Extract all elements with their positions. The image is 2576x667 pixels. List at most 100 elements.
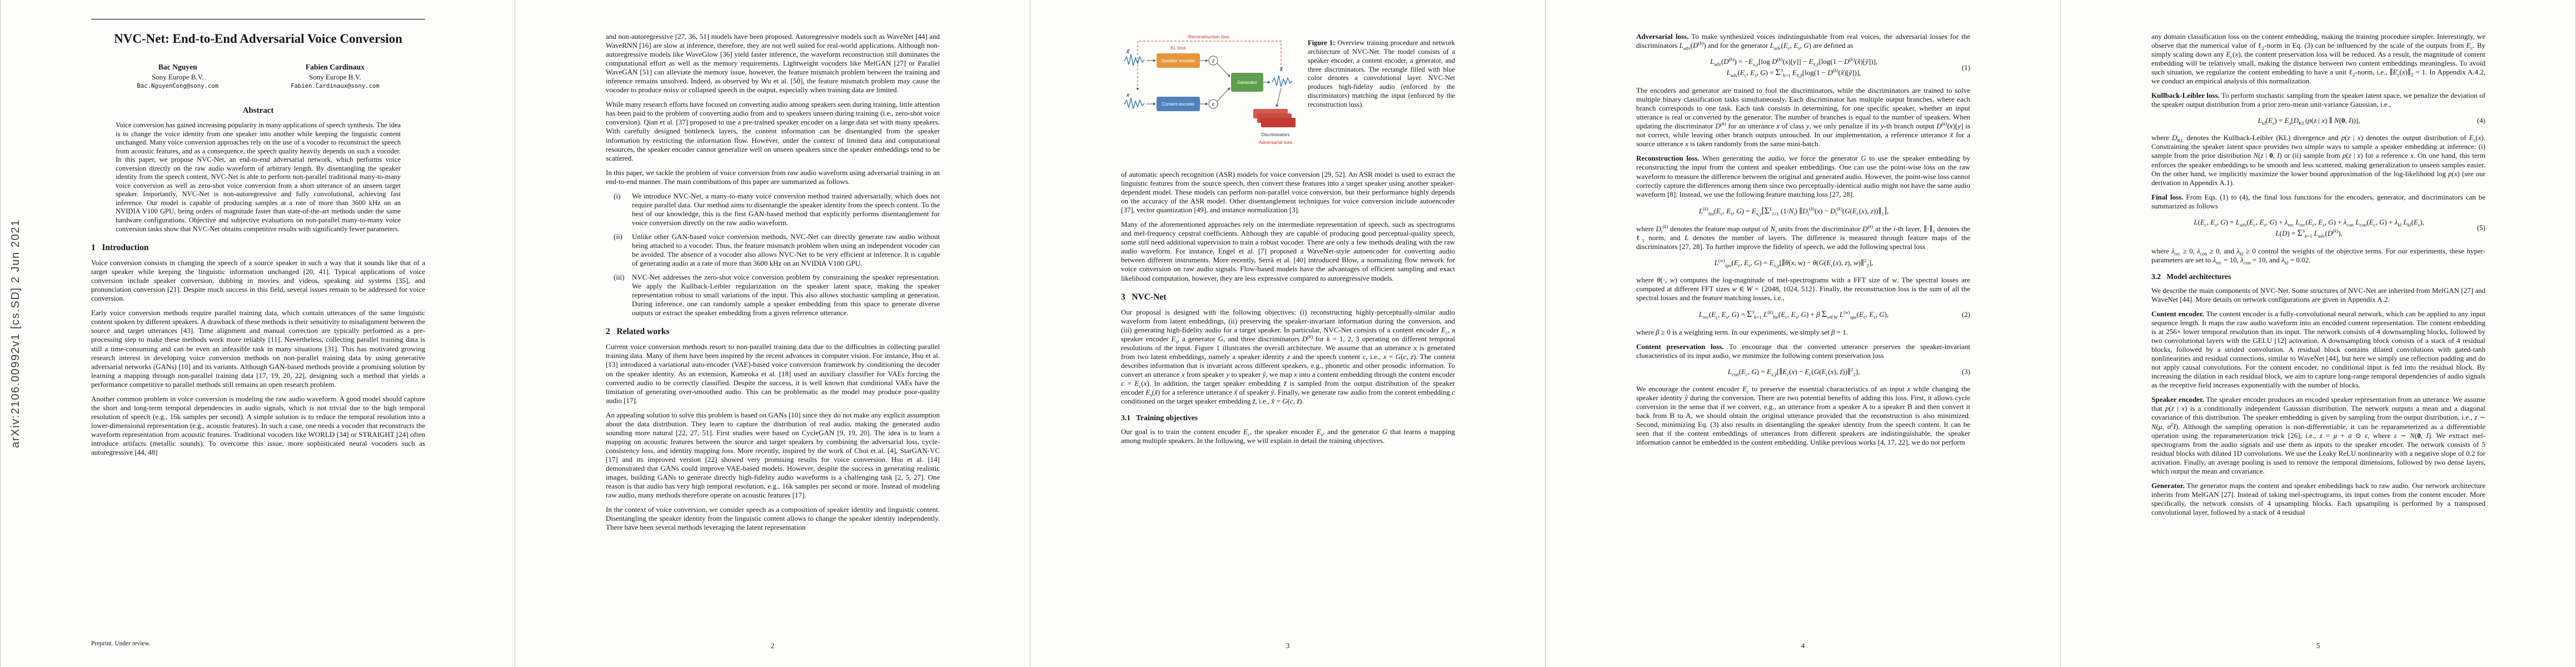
equation-line: Lkl(Es) = Ex[DKL(p(z | x) ∥ N(0, I))],: [2258, 116, 2360, 126]
paragraph: where β ≥ 0 is a weighting term. In our …: [1636, 327, 1848, 336]
generator-label: Generator: [1237, 80, 1257, 85]
figure-1-diagram: Reconstruction loss x̃ Speaker encoder K…: [1124, 34, 1296, 145]
author-1: Bac Nguyen Sony Europe B.V. Bac.NguyenCo…: [137, 63, 218, 89]
speaker-encoder-block: [1157, 53, 1200, 68]
paragraph: Early voice conversion methods require p…: [91, 308, 425, 389]
abstract: Abstract Voice conversion has gained inc…: [116, 106, 401, 233]
paragraph: Adversarial loss. To make synthesized vo…: [1636, 32, 1970, 51]
paragraph: Many of the aforementioned approaches re…: [1121, 220, 1455, 282]
item-label: (iii): [614, 273, 625, 282]
reconstruction-loss-arrow: [1136, 41, 1282, 91]
paragraph: of automatic speech recognition (ASR) mo…: [1121, 170, 1455, 215]
z-label: z: [1212, 58, 1215, 64]
page-number: 2: [770, 642, 775, 650]
page-5: any domain classification loss on the co…: [2061, 0, 2576, 667]
paragraph: Final loss. From Eqs. (1) to (4), the fi…: [2151, 192, 2485, 210]
x-tilde-label: x̃: [1126, 49, 1130, 55]
page-number: 3: [1285, 642, 1290, 650]
paragraph: Our goal is to train the content encoder…: [1121, 427, 1455, 445]
waveform-icon: [1124, 97, 1145, 109]
paragraph: The encoders and generator are trained t…: [1636, 86, 1970, 148]
c-embedding-node: [1208, 99, 1218, 109]
equation-line: Ladv(Ec, Es, G) = Σ3k=1 Ex̂,ỹ[log(1 − D(…: [1726, 67, 1861, 78]
equation-final-loss: L(Ec, Es, G) = Ladv(Ec, Es, G) + λrec Lr…: [2151, 216, 2485, 240]
equation-number: (3): [1961, 367, 1970, 376]
item-label: (ii): [614, 232, 622, 241]
equation-line: L(D) = Σ3k=1 Ladv(D(k)),: [2275, 228, 2343, 239]
equation-reconstruction-loss: Lrec(Ec, Es, G) = Σ3k=1 L(k)fm(Ec, Es, G…: [1636, 308, 1970, 321]
author-affiliation: Sony Europe B.V.: [309, 73, 361, 81]
equation-line: L(w)spe(Ec, Es, G) = Ex,y[∥θ(x, w) − θ(G…: [1714, 257, 1874, 268]
discriminators-label: Discriminators: [1262, 132, 1290, 137]
paragraph: where Di(k) denotes the feature map outp…: [1636, 223, 1971, 251]
author-name: Fabien Cardinaux: [305, 63, 365, 71]
equation-feature-matching: L(k)fm(Ec, Es, G) = Ex,y[ΣLi=1 (1/Ni) ∥D…: [1636, 205, 1970, 218]
paragraph: any domain classification loss on the co…: [2151, 32, 2486, 86]
paragraph: Another common problem in voice conversi…: [91, 394, 425, 457]
paragraph: where λrec ≥ 0, λcon ≥ 0, and λkl ≥ 0 co…: [2151, 246, 2485, 266]
abstract-text: Voice conversion has gained increasing p…: [116, 121, 401, 233]
author-affiliation: Sony Europe B.V.: [151, 73, 204, 81]
page-1: arXiv:2106.00992v1 [cs.SD] 2 Jun 2021 NV…: [0, 0, 515, 667]
page-number: 5: [2316, 642, 2320, 650]
adversarial-loss-label: Adversarial loss: [1259, 140, 1292, 145]
equation-number: (4): [2477, 116, 2485, 125]
waveform-icon: [1272, 75, 1293, 87]
section-heading-introduction: 1 Introduction: [91, 243, 149, 253]
page-number: 4: [1801, 642, 1805, 650]
subsection-heading-model-architectures: 3.2 Model architectures: [2151, 272, 2231, 281]
preprint-footer: Preprint. Under review.: [91, 640, 151, 647]
equation-line: Lrec(Ec, Es, G) = Σ3k=1 L(k)fm(Ec, Es, G…: [1698, 309, 1889, 320]
paragraph: Reconstruction loss. When generating the…: [1636, 154, 1971, 198]
author-email: Bac.NguyenCong@sony.com: [137, 83, 219, 89]
paragraph: Current voice conversion methods resort …: [606, 342, 940, 405]
section-heading-related-works: 2 Related works: [606, 327, 670, 337]
item-label: (i): [614, 191, 621, 200]
paragraph: Content encoder. The content encoder is …: [2151, 309, 2486, 390]
content-encoder-block: [1157, 97, 1200, 111]
section-heading-nvcnet: 3 NVC-Net: [1121, 292, 1167, 302]
equation-number: (2): [1961, 310, 1970, 318]
contribution-item-3: (iii) NVC-Net addresses the zero-shot vo…: [606, 273, 940, 317]
paragraph: where DKL denotes the Kullback-Leibler (…: [2151, 133, 2486, 187]
author-name: Bac Nguyen: [158, 63, 197, 71]
x-label: x: [1126, 92, 1130, 98]
page-3: Reconstruction loss x̃ Speaker encoder K…: [1030, 0, 1546, 667]
equation-line: L(k)fm(Ec, Es, G) = Ex,y[ΣLi=1 (1/Ni) ∥D…: [1698, 206, 1889, 217]
paragraph: where θ(·, w) computes the log-magnitude…: [1636, 275, 1970, 302]
arrow: [1217, 63, 1230, 77]
speaker-encoder-label: Speaker encoder: [1162, 58, 1195, 63]
equation-line: L(Ec, Es, G) = Ladv(Ec, Es, G) + λrec Lr…: [2194, 217, 2424, 228]
paragraph: Generator. The generator maps the conten…: [2151, 481, 2485, 516]
equation-number: (1): [1961, 63, 1970, 72]
arxiv-stamp: arXiv:2106.00992v1 [cs.SD] 2 Jun 2021: [9, 219, 22, 448]
figure-1-caption: Figure 1: Overview training procedure an…: [1308, 39, 1455, 108]
item-text: NVC-Net addresses the zero-shot voice co…: [632, 273, 940, 317]
equation-adversarial-loss: Ladv(D(k)) = −Ex,y[log D(k)(x)[y]] − Ex̂…: [1636, 56, 1970, 79]
page-4: Adversarial loss. To make synthesized vo…: [1546, 0, 2061, 667]
contribution-item-1: (i) We introduce NVC-Net, a many-to-many…: [606, 192, 940, 227]
author-block: Bac Nguyen Sony Europe B.V. Bac.NguyenCo…: [91, 63, 425, 89]
arrow: [1217, 87, 1230, 102]
author-2: Fabien Cardinaux Sony Europe B.V. Fabien…: [291, 63, 379, 89]
author-email: Fabien.Cardinaux@sony.com: [291, 83, 380, 89]
arrow: [1275, 87, 1282, 107]
reconstruction-loss-label: Reconstruction loss: [1188, 34, 1229, 39]
subsection-heading-training-objectives: 3.1 Training objectives: [1121, 414, 1198, 422]
equation-spectral-loss: L(w)spe(Ec, Es, G) = Ex,y[∥θ(x, w) − θ(G…: [1636, 257, 1970, 269]
paragraph: and non-autoregressive [27, 36, 51] mode…: [606, 32, 940, 94]
paragraph: In this paper, we tackle the problem of …: [606, 168, 940, 186]
x-hat-label: x̂: [1279, 66, 1283, 73]
paragraph: Voice conversion consists in changing th…: [91, 258, 425, 303]
contribution-item-2: (ii) Unlike other GAN-based voice conver…: [606, 232, 940, 268]
kl-loss-label: KL loss: [1170, 45, 1186, 51]
paragraph: An appealing solution to solve this prob…: [606, 410, 940, 500]
paragraph: We describe the main components of NVC-N…: [2151, 286, 2485, 303]
generator-block: [1231, 73, 1263, 92]
abstract-heading: Abstract: [242, 106, 274, 115]
content-encoder-label: Content encoder: [1162, 102, 1194, 107]
waveform-icon: [1124, 54, 1145, 66]
equation-line: Ladv(D(k)) = −Ex,y[log D(k)(x)[y]] − Ex̂…: [1710, 56, 1878, 67]
discriminator-block-3: [1261, 118, 1296, 127]
